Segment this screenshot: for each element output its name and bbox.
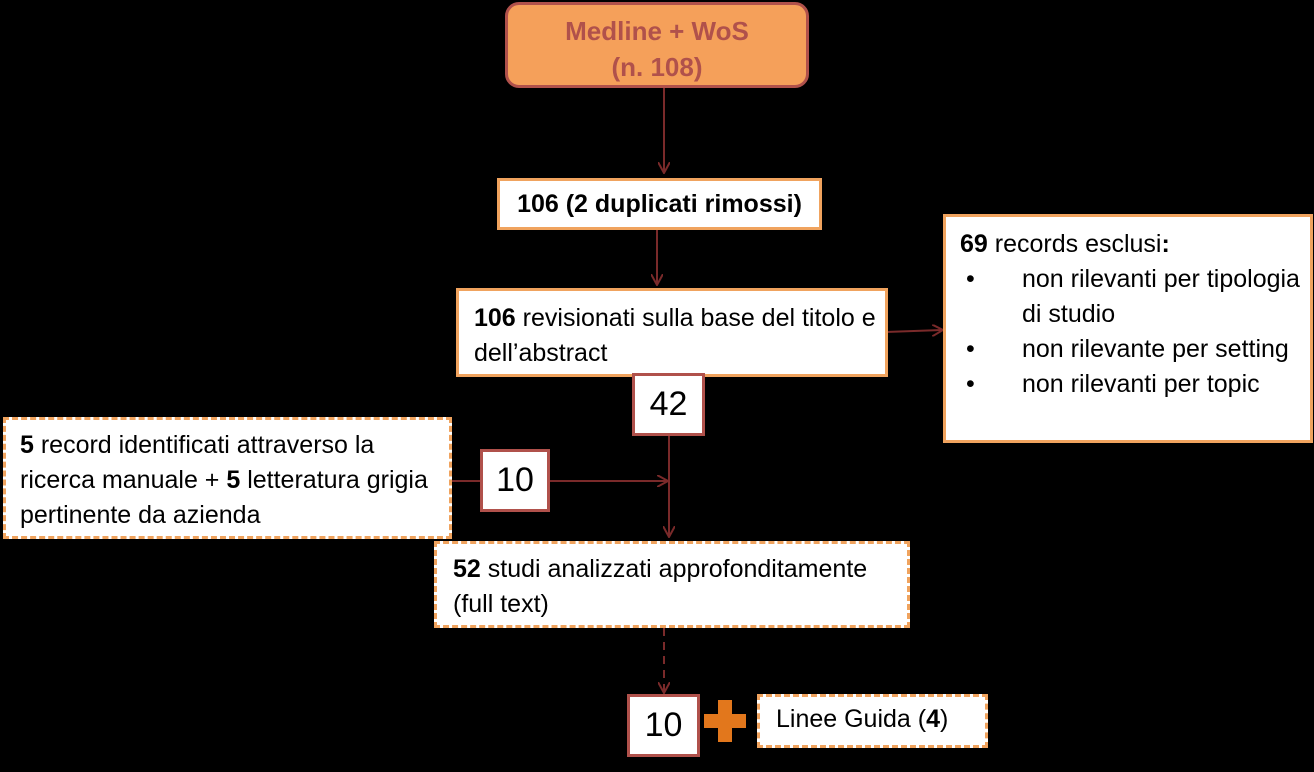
excluded-count: 69 xyxy=(960,230,988,258)
screened-box: 106 revisionati sulla base del titolo e … xyxy=(456,288,888,377)
fulltext-count: 52 xyxy=(453,555,481,583)
excluded-heading: 69 records esclusi: xyxy=(960,227,1300,262)
dedup-text: 106 (2 duplicati rimossi) xyxy=(517,190,802,218)
manual-box: 5 record identificati attraverso la rice… xyxy=(3,417,452,539)
added-count-box: 10 xyxy=(480,449,550,512)
grey-literature-text: letteratura grigia pertinente da azienda xyxy=(20,466,428,529)
guidelines-label: Linee Guida ( xyxy=(776,705,927,733)
guidelines-close: ) xyxy=(940,705,949,733)
manual-count: 5 xyxy=(20,431,34,459)
excluded-box: 69 records esclusi: non rilevanti per ti… xyxy=(943,214,1313,443)
arrow-screened-to-excluded xyxy=(886,330,942,332)
passed-count-box: 42 xyxy=(632,373,705,436)
excluded-reason: non rilevante per setting xyxy=(966,332,1300,367)
source-box: Medline + WoS (n. 108) xyxy=(505,2,809,88)
grey-literature-count: 5 xyxy=(226,466,241,494)
excluded-colon: : xyxy=(1161,230,1170,258)
manual-text: record identificati attraverso la ricerc… xyxy=(20,431,375,494)
passed-count: 42 xyxy=(649,385,688,423)
included-count-box: 10 xyxy=(627,694,700,757)
source-title: Medline + WoS xyxy=(565,16,749,46)
plus-icon xyxy=(704,700,746,742)
fulltext-box: 52 studi analizzati approfonditamente (f… xyxy=(434,541,910,628)
screened-text: revisionati sulla base del titolo e dell… xyxy=(474,304,876,367)
added-count: 10 xyxy=(496,461,534,499)
source-count: (n. 108) xyxy=(611,52,703,82)
excluded-reason: non rilevanti per topic xyxy=(966,367,1300,402)
excluded-label: records esclusi xyxy=(987,230,1162,258)
guidelines-box: Linee Guida (4) xyxy=(757,694,988,748)
dedup-box: 106 (2 duplicati rimossi) xyxy=(497,178,822,230)
included-count: 10 xyxy=(644,706,683,744)
guidelines-count: 4 xyxy=(926,705,941,733)
excluded-reason: non rilevanti per tipologia di studio xyxy=(966,262,1300,332)
screened-count: 106 xyxy=(474,304,516,332)
fulltext-text: studi analizzati approfonditamente (full… xyxy=(453,555,868,618)
excluded-reasons: non rilevanti per tipologia di studio no… xyxy=(960,262,1300,402)
